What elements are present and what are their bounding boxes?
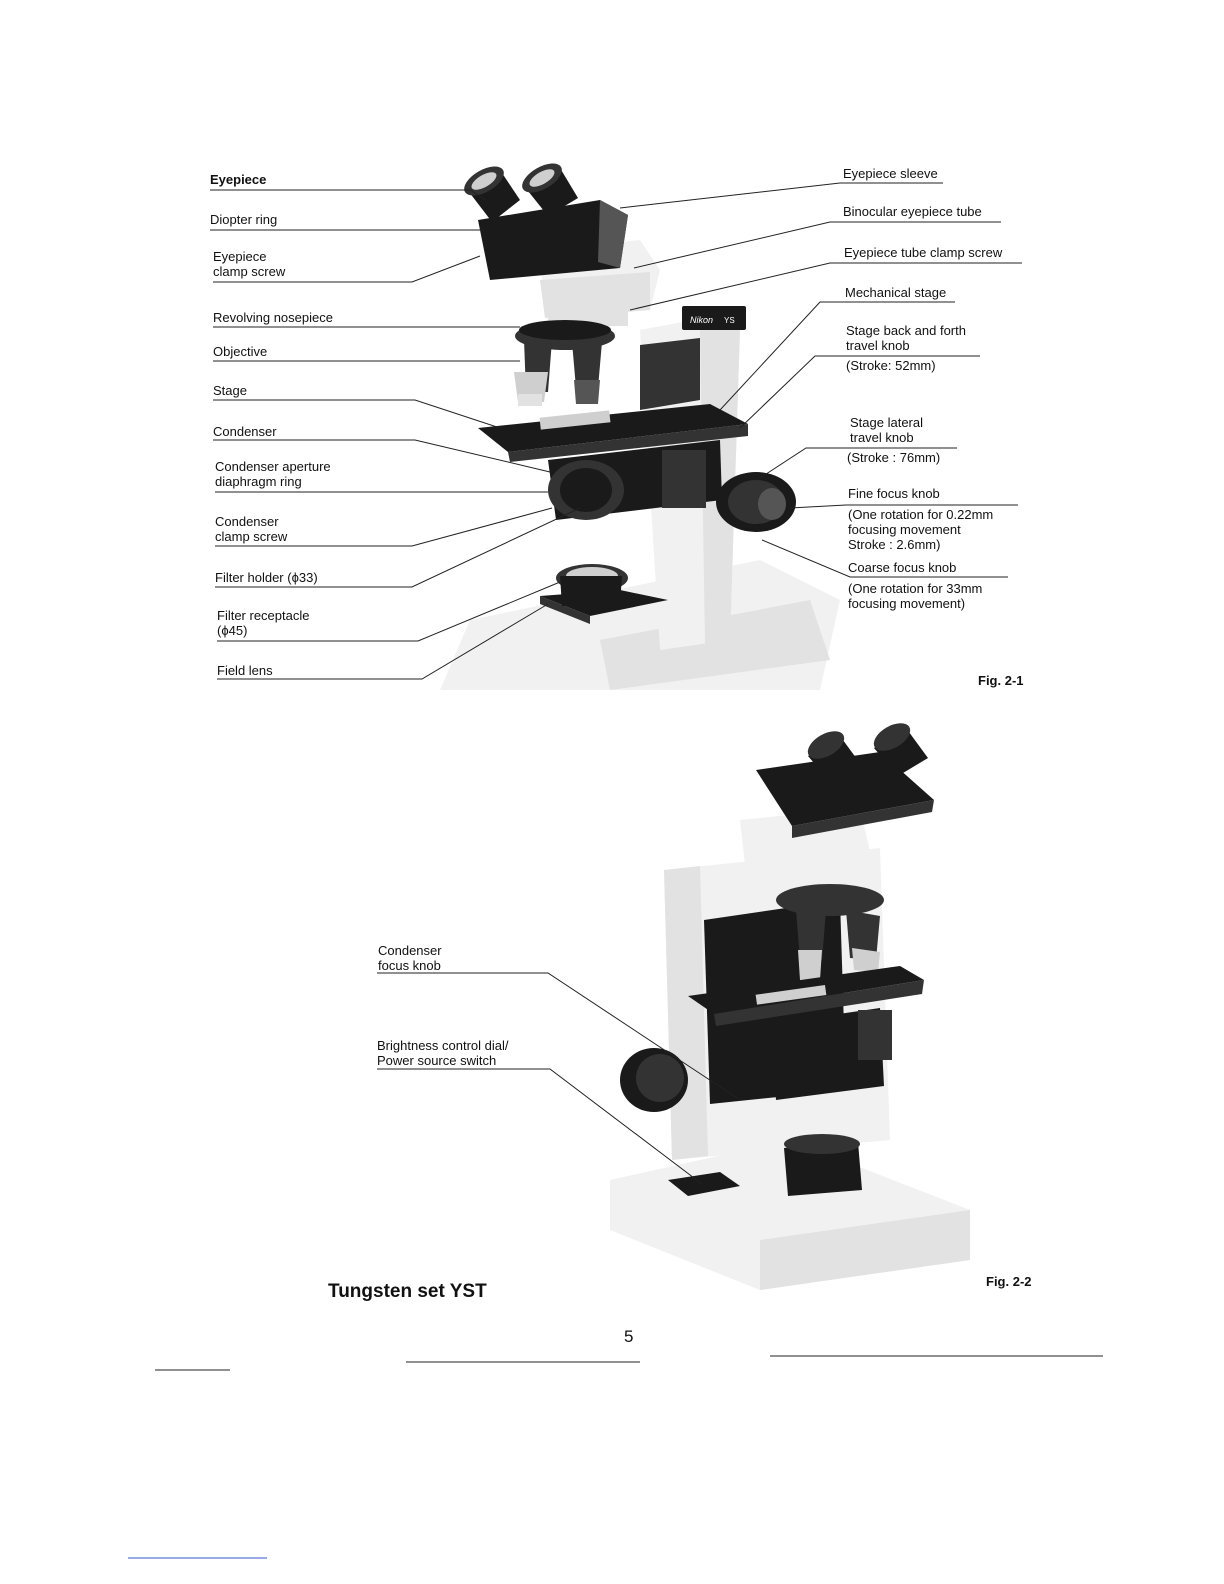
label-coarse-focus-knob: Coarse focus knob (One rotation for 33mm…: [848, 560, 986, 611]
label-eyepiece-clamp-screw: Eyepiece clamp screw: [213, 249, 286, 279]
label-brightness-control-dial: Brightness control dial/ Power source sw…: [377, 1038, 512, 1068]
label-stage-back-forth-knob: Stage back and forth travel knob (Stroke…: [846, 323, 970, 373]
footer-rules: [128, 1355, 1103, 1559]
figure-2-1-left-labels: Eyepiece Diopter ring Eyepiece clamp scr…: [210, 172, 334, 678]
figure-2-2-caption: Fig. 2-2: [986, 1274, 1032, 1289]
label-condenser-focus-knob: Condenser focus knob: [378, 943, 445, 973]
label-fine-focus-knob: Fine focus knob (One rotation for 0.22mm…: [848, 486, 997, 552]
page-number: 5: [624, 1327, 633, 1346]
label-condenser-aperture-diaphragm-ring: Condenser aperture diaphragm ring: [215, 459, 334, 489]
label-stage-lateral-knob: Stage lateral travel knob (Stroke : 76mm…: [847, 415, 940, 465]
label-mechanical-stage: Mechanical stage: [845, 285, 946, 300]
label-filter-holder: Filter holder (ϕ33): [215, 570, 318, 585]
label-filter-receptacle: Filter receptacle (ϕ45): [217, 608, 313, 638]
label-field-lens: Field lens: [217, 663, 273, 678]
figure-2-1-microscope-illustration: [440, 163, 840, 690]
label-condenser-clamp-screw: Condenser clamp screw: [215, 514, 288, 544]
label-diopter-ring: Diopter ring: [210, 212, 277, 227]
label-eyepiece: Eyepiece: [210, 172, 266, 187]
brand-badge-text: Nikon: [690, 315, 713, 325]
label-condenser: Condenser: [213, 424, 277, 439]
label-revolving-nosepiece: Revolving nosepiece: [213, 310, 333, 325]
label-eyepiece-sleeve: Eyepiece sleeve: [843, 166, 938, 181]
figure-2-2-labels: Condenser focus knob Brightness control …: [377, 943, 512, 1068]
figure-2-1-caption: Fig. 2-1: [978, 673, 1024, 688]
section-title: Tungsten set YST: [328, 1281, 487, 1302]
model-badge-text: YS: [724, 316, 735, 325]
label-stage: Stage: [213, 383, 247, 398]
label-eyepiece-tube-clamp-screw: Eyepiece tube clamp screw: [844, 245, 1003, 260]
figure-2-2-leader-lines: [377, 972, 741, 1185]
label-objective: Objective: [213, 344, 267, 359]
figure-2-1-right-labels: Eyepiece sleeve Binocular eyepiece tube …: [843, 166, 1003, 611]
label-binocular-eyepiece-tube: Binocular eyepiece tube: [843, 204, 982, 219]
figure-2-1-leader-lines: [210, 182, 1022, 680]
figure-2-2-microscope-illustration: [610, 723, 970, 1290]
